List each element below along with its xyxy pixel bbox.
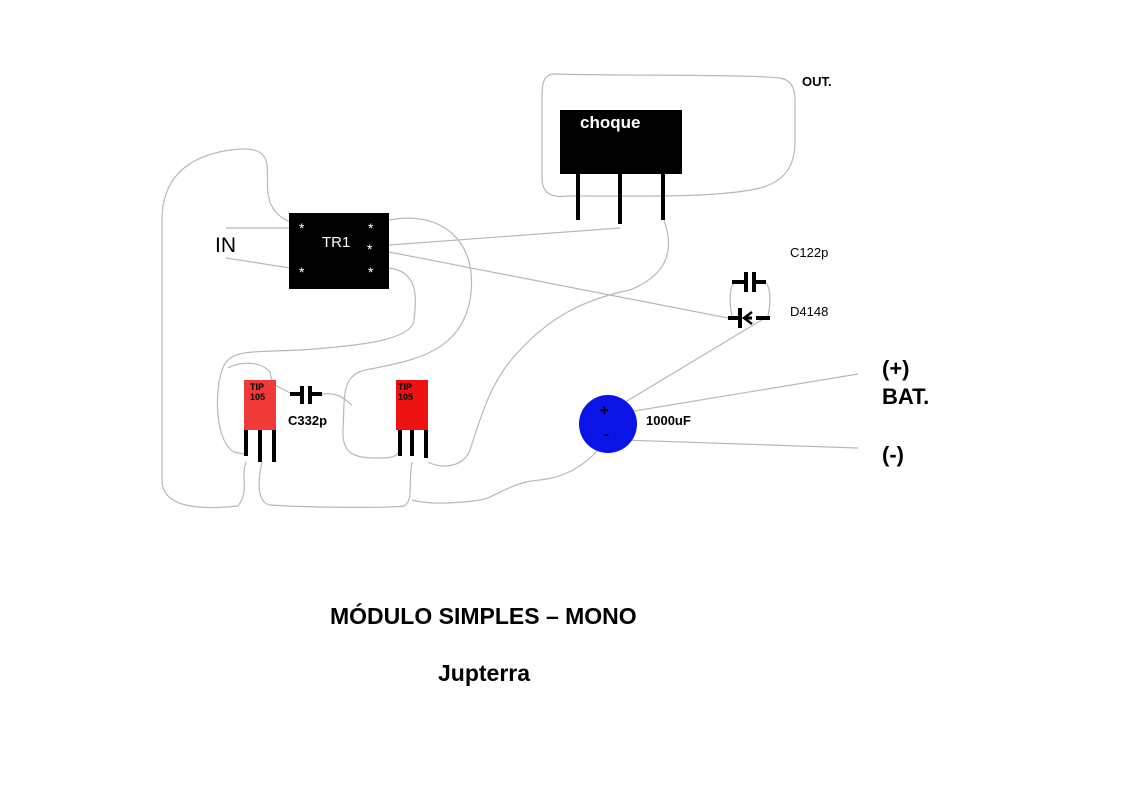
- transistor-right-body: TIP 105: [396, 380, 428, 430]
- diagram-title: MÓDULO SIMPLES – MONO: [330, 603, 637, 629]
- capacitor-minus-sign: -: [604, 426, 609, 443]
- wire-tr1-right-loop: [342, 217, 473, 459]
- transistor-right-label: TIP 105: [398, 382, 414, 402]
- wire-bottom-common: [258, 461, 413, 508]
- bat-label: BAT.: [882, 384, 930, 409]
- wire-tr-left-cap: [274, 384, 353, 406]
- wire-out: [541, 73, 796, 198]
- capacitor-plus-sign: +: [600, 402, 609, 419]
- capacitor-c332p-symbol: [290, 386, 322, 404]
- wire-bat-minus: [621, 439, 859, 449]
- capacitor-1000uf-label: 1000uF: [646, 413, 691, 428]
- choque-pin-left: [576, 174, 580, 220]
- wire-outer-loop: [161, 148, 291, 509]
- diode-d4148-symbol: [728, 308, 770, 328]
- tr1-dot-top-right: *: [368, 220, 374, 236]
- bat-minus-label: (-): [882, 442, 904, 467]
- c332p-label: C332p: [288, 413, 328, 428]
- out-label: OUT.: [802, 74, 832, 89]
- d4148-label: D4148: [790, 304, 829, 319]
- diagram-author: Jupterra: [438, 660, 531, 686]
- wire-tr1-diode: [388, 251, 729, 319]
- tr1-dot-top-left: *: [299, 220, 305, 236]
- transistor-left-label: TIP 105: [250, 382, 266, 402]
- wire-tr1-choque: [388, 227, 621, 246]
- tr1-dot-bottom-right: *: [368, 264, 374, 280]
- choque-pin-right: [661, 174, 665, 220]
- wire-choque-right: [427, 219, 669, 467]
- wire-c122-bracket: [729, 281, 771, 317]
- c122p-label: C122p: [790, 245, 829, 260]
- wire-bat-plus: [627, 373, 859, 413]
- in-label: IN: [215, 234, 236, 257]
- tr1-dot-middle-right: *: [367, 241, 373, 257]
- capacitor-1000uf-body: [579, 395, 637, 453]
- choque-body: [560, 110, 682, 174]
- choque-pin-middle: [618, 174, 622, 224]
- tr1-label: TR1: [322, 234, 351, 251]
- capacitor-c122p-symbol: [732, 272, 766, 292]
- tr1-dot-bottom-left: *: [299, 264, 305, 280]
- transistor-left-body: TIP 105: [244, 380, 276, 430]
- wire-cap-bottom: [411, 449, 599, 504]
- transistor-right-pin-3: [424, 430, 428, 458]
- transistor-left-pin-3: [272, 430, 276, 462]
- transistor-right-pin-1: [398, 430, 402, 456]
- wire-diode-cap: [621, 317, 766, 405]
- wire-tr1-bottom: [216, 267, 416, 455]
- choque-label: choque: [580, 113, 641, 132]
- tr1-body: * * * * *: [289, 213, 389, 289]
- transistor-left-pin-2: [258, 430, 262, 462]
- transistor-right-pin-2: [410, 430, 414, 456]
- wire-tr-left-top: [227, 362, 273, 383]
- wire-in-bottom: [225, 257, 291, 269]
- bat-plus-label: (+): [882, 356, 910, 381]
- transistor-left-pin-1: [244, 430, 248, 456]
